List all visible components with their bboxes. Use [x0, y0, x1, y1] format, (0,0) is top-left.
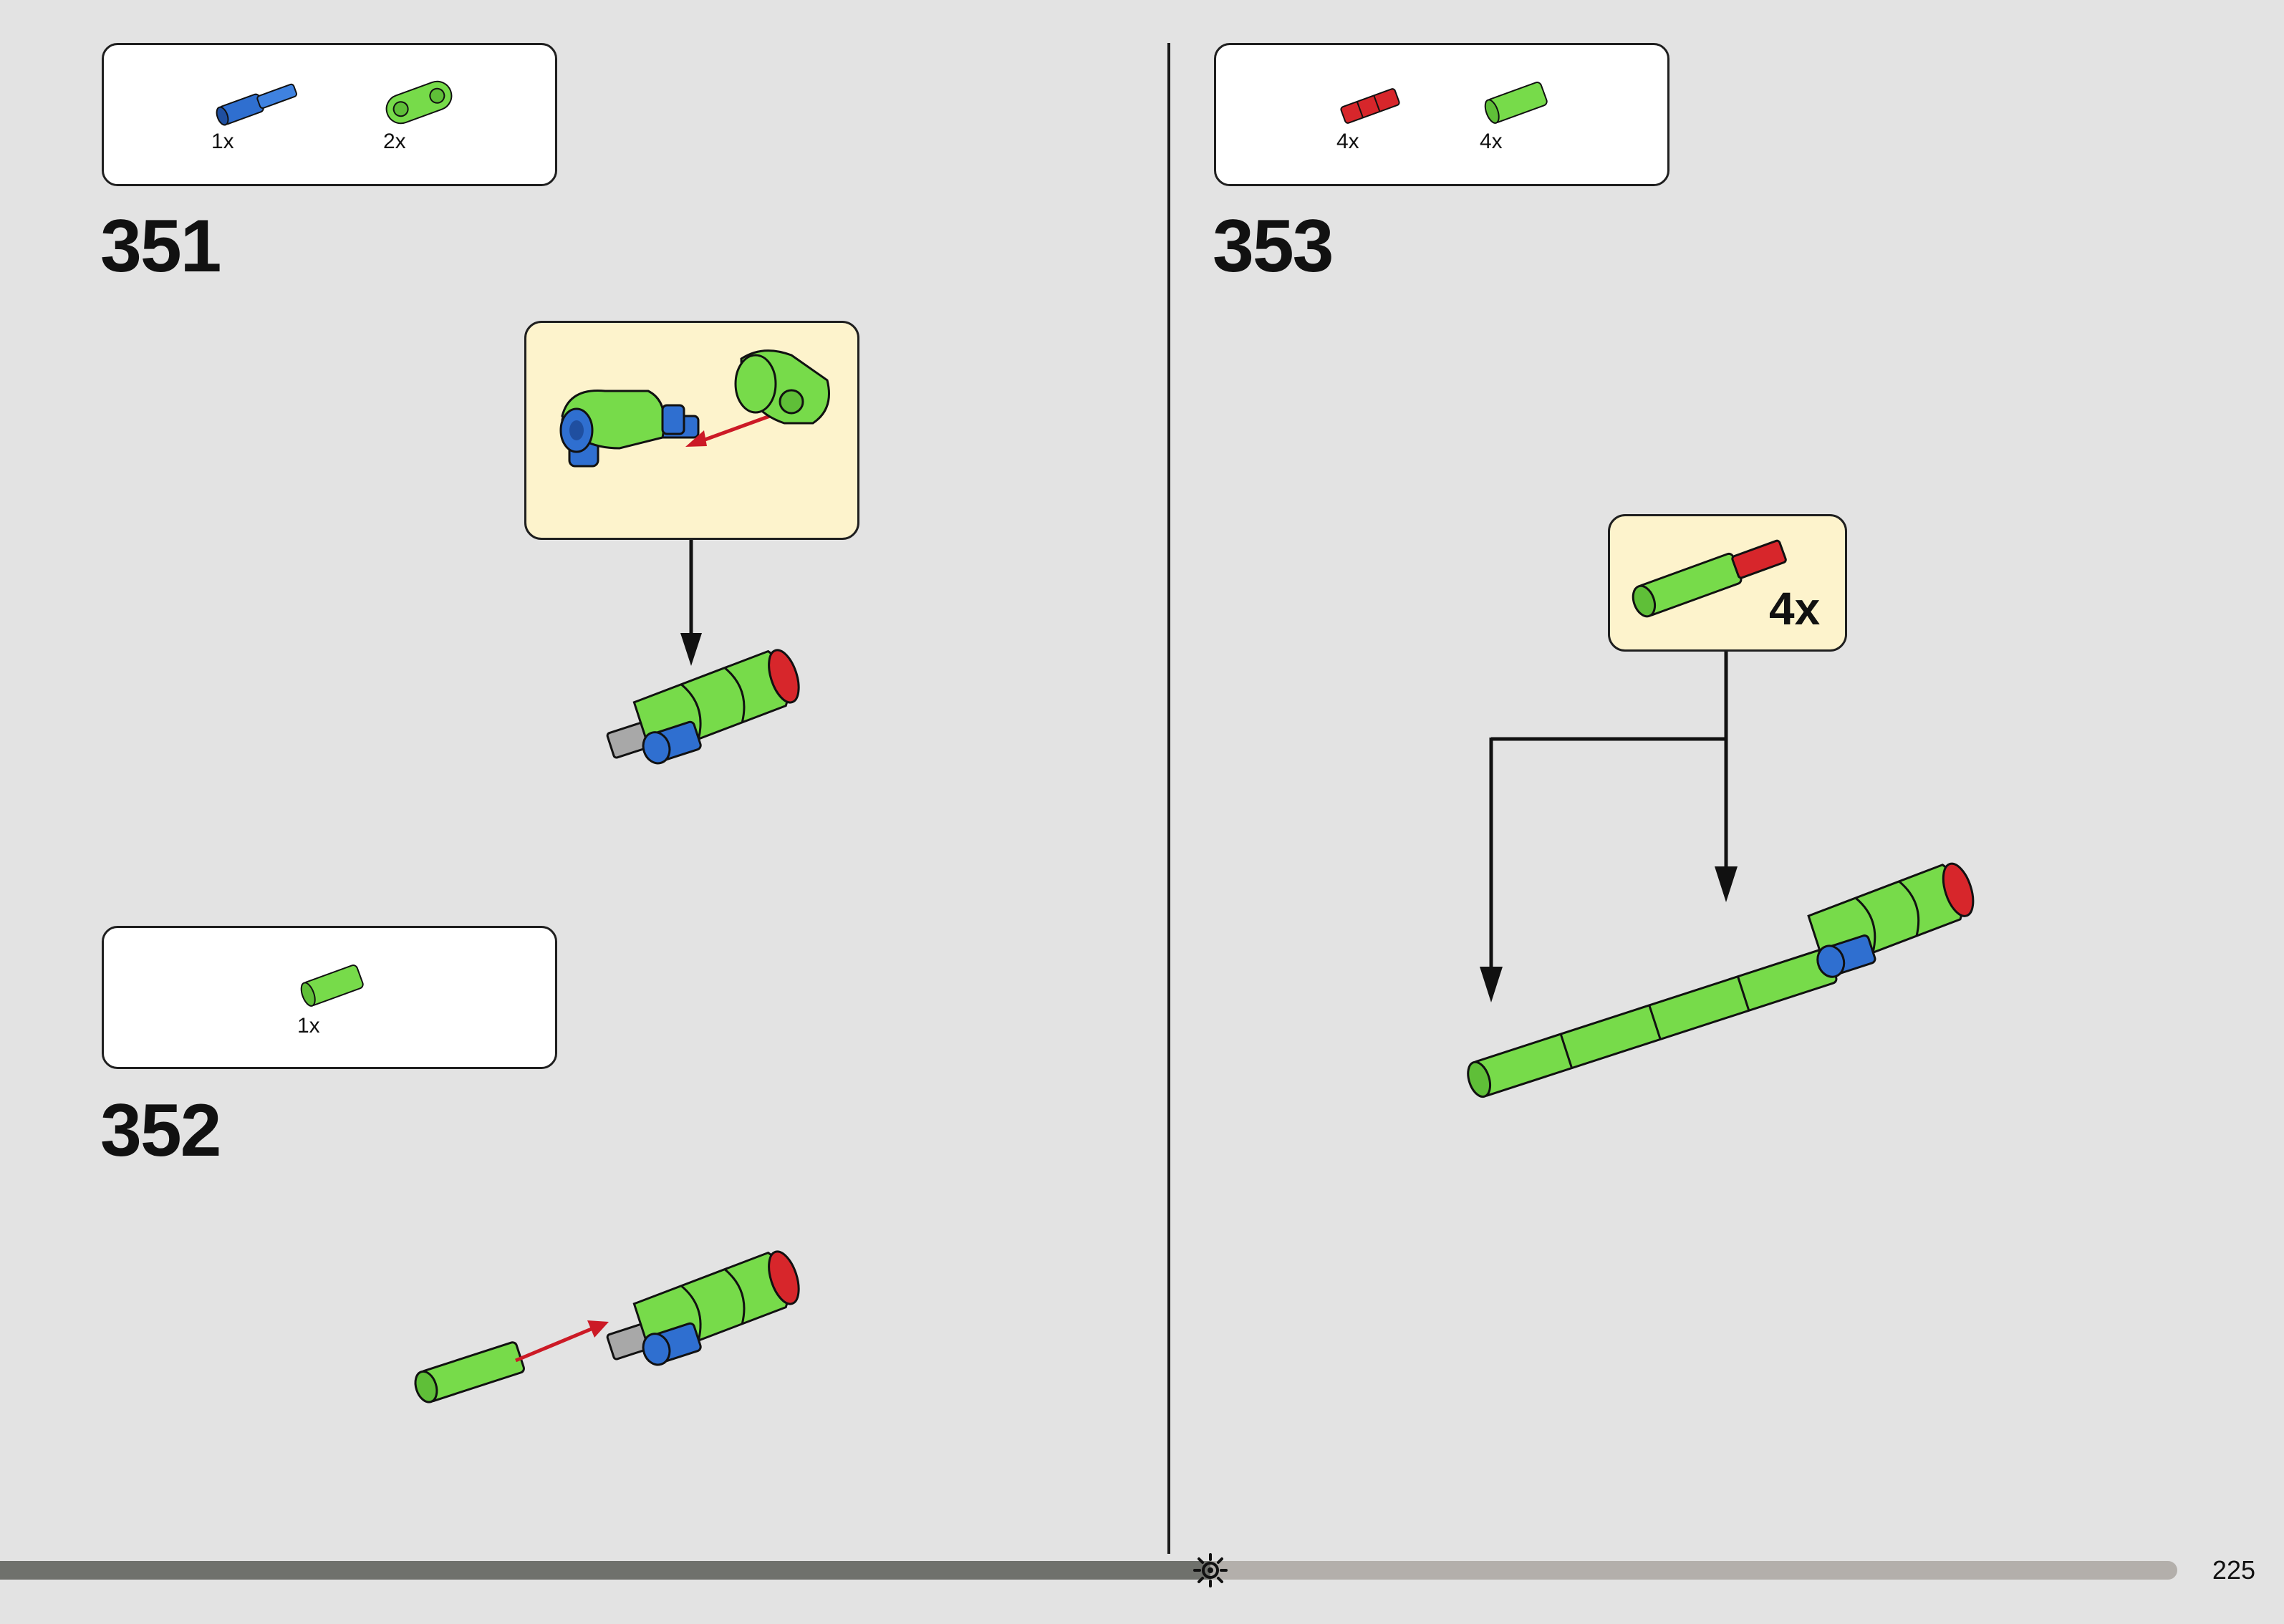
qty-label: 2x [383, 130, 406, 153]
sub-assembly-icon [559, 349, 830, 468]
qty-label: 1x [297, 1014, 320, 1038]
qty-label: 1x [211, 130, 234, 153]
parts-list-351: 1x 2x [102, 43, 557, 186]
step-number: 351 [100, 205, 222, 288]
sub-assembly-callout [524, 321, 859, 540]
arrows-353 [1480, 652, 1738, 1002]
progress-bar-fill [0, 1561, 1210, 1580]
green-axle-connector-icon [1484, 82, 1548, 124]
sub-assembly-callout: 4x [1608, 514, 1847, 652]
blue-axle-pin-icon [216, 83, 297, 126]
model-353 [1467, 862, 1975, 1098]
page-divider [1167, 43, 1170, 1554]
step-number: 353 [1213, 205, 1334, 288]
arrow-351 [680, 540, 702, 666]
parts-list-353: 4x 4x [1214, 43, 1669, 186]
page-number: 225 [2212, 1555, 2255, 1585]
model-351 [606, 649, 800, 765]
sub-assembly-icon [1632, 539, 1787, 618]
red-axle-icon [1340, 88, 1400, 124]
qty-label: 4x [1480, 130, 1503, 153]
green-beam-icon [385, 80, 453, 125]
green-axle-connector-icon [300, 965, 364, 1007]
qty-label: 4x [1336, 130, 1359, 153]
step-number: 352 [100, 1089, 222, 1172]
callout-qty: 4x [1769, 583, 1821, 634]
model-352 [414, 1250, 800, 1403]
gear-icon [1193, 1553, 1228, 1587]
parts-list-352: 1x [102, 926, 557, 1069]
